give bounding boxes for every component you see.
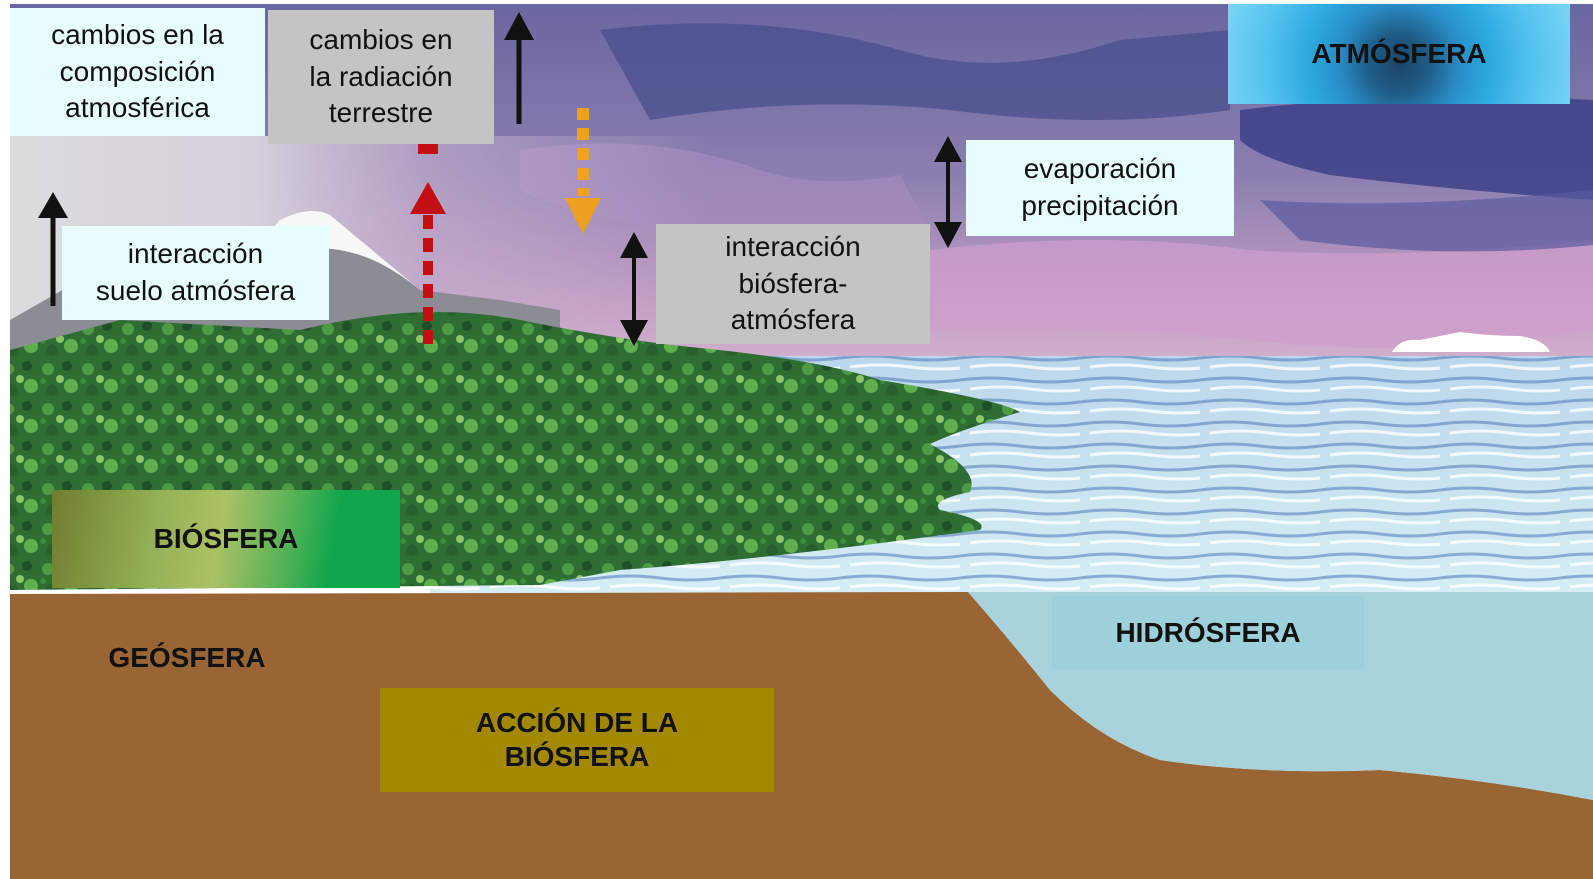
iceberg	[1392, 332, 1550, 352]
composition-change-label: cambios en la composición atmosférica	[10, 8, 265, 136]
biosphere-action-label: ACCIÓN DE LA BIÓSFERA	[380, 688, 774, 792]
evaporation-precipitation-label: evaporación precipitación	[966, 140, 1234, 236]
arrow-radiation-up	[504, 12, 534, 124]
solar-radiation-arrow	[565, 108, 601, 234]
terrestrial-radiation-arrow	[410, 144, 446, 344]
sky-clouds	[520, 23, 1593, 348]
geosphere-label: GEÓSFERA	[108, 642, 266, 674]
arrow-evaporation-precipitation	[934, 136, 962, 248]
ground	[10, 592, 1593, 879]
radiation-change-label: cambios en la radiación terrestre	[268, 10, 494, 144]
arrow-soil-up	[38, 192, 68, 306]
biosphere-atmosphere-interaction-label: interacción biósfera- atmósfera	[656, 224, 930, 344]
hydrosphere-label: HIDRÓSFERA	[1052, 596, 1364, 670]
atmosphere-label: ATMÓSFERA	[1228, 4, 1570, 104]
biosphere-label: BIÓSFERA	[52, 490, 400, 588]
arrow-biosphere-atmosphere	[620, 232, 648, 346]
soil-atmosphere-interaction-label: interacción suelo atmósfera	[62, 226, 329, 320]
